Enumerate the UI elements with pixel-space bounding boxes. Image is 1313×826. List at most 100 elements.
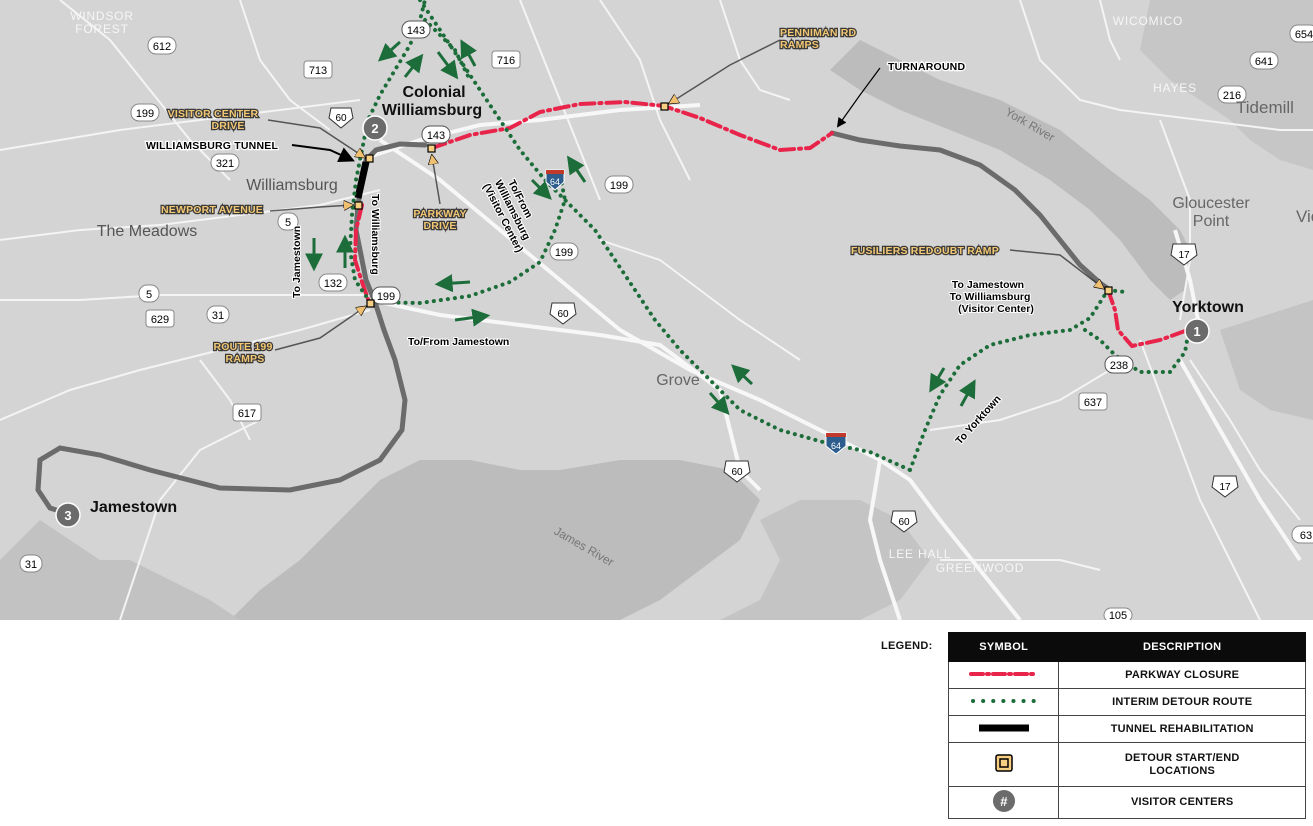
callout-arrows [267,39,1103,351]
place-hayes: HAYES [1153,81,1197,95]
place-greenwood: GREENWOOD [936,561,1025,575]
legend-symbol-header: SYMBOL [947,632,1060,662]
legend-row-interim-detour-route: INTERIM DETOUR ROUTE [947,688,1306,716]
black-thick-line-icon [978,724,1029,731]
parkway-closure [352,99,1187,349]
visitor-center-1-icon: 1 [1184,318,1210,344]
legend-symbol [947,715,1060,743]
legend-description: VISITOR CENTERS [1058,786,1306,819]
svg-text:2: 2 [371,121,378,136]
legend-description: INTERIM DETOUR ROUTE [1058,688,1306,716]
square-marker-icon [354,201,363,210]
route-shield-31: 31 [19,554,43,573]
legend-symbol [947,688,1060,716]
map: 612 713 143 716 60 199 321 143 199 199 5… [0,0,1313,620]
svg-text:31: 31 [25,559,37,571]
svg-text:60: 60 [335,113,347,124]
svg-text:64: 64 [831,441,841,451]
route-shield-60: 60 [723,460,751,483]
detour-direction-arrows [305,39,976,416]
route-shield-132: 132 [318,273,348,292]
svg-text:60: 60 [557,309,569,320]
svg-text:321: 321 [216,158,234,170]
svg-text:3: 3 [64,508,71,523]
svg-text:199: 199 [610,180,628,192]
legend-description: PARKWAY CLOSURE [1058,661,1306,689]
route-shield-143: 143 [401,20,431,39]
legend-row-visitor-centers: # VISITOR CENTERS [947,786,1306,819]
place-lee-hall: LEE HALL [889,547,951,561]
square-marker-icon [427,144,436,153]
svg-text:654: 654 [1295,29,1313,41]
legend-description-header: DESCRIPTION [1058,632,1306,662]
label-to-jamestown: To Jamestown [291,226,303,298]
place-yorktown: Yorktown [1172,299,1244,316]
route-shield-105: 105 [1103,607,1133,620]
square-marker-icon [365,154,374,163]
square-marker-icon [660,102,669,111]
route-shield-17: 17 [1170,243,1198,266]
route-shield-143: 143 [421,125,451,144]
red-dash-dot-line-icon [968,672,1039,676]
interstate-shield-64: 64 [825,432,847,455]
numbered-circle-icon: # [992,790,1015,812]
label-to-from-jamestown: To/From Jamestown [408,336,509,348]
svg-text:617: 617 [238,408,256,420]
svg-text:132: 132 [324,278,342,290]
svg-text:17: 17 [1178,250,1190,261]
svg-text:60: 60 [731,467,743,478]
green-dotted-line-icon [970,699,1039,703]
legend-symbol: # [947,786,1060,819]
route-shield-5: 5 [277,212,299,231]
legend-row-tunnel-rehabilitation: TUNNEL REHABILITATION [947,715,1306,743]
route-shield-31: 31 [206,305,230,324]
legend-symbol [947,661,1060,689]
svg-text:60: 60 [898,517,910,528]
route-shield-654: 654 [1289,24,1313,43]
interstate-shield-64: 64 [545,169,565,191]
svg-text:713: 713 [309,65,327,77]
route-shield-17: 17 [1211,475,1239,498]
place-tidemill: Tidemill [1236,98,1294,117]
svg-text:143: 143 [427,130,445,142]
svg-text:199: 199 [136,108,154,120]
callout-newport-avenue: NEWPORT AVENUE [161,204,263,216]
legend-description-line-2: LOCATIONS [1149,764,1216,777]
callout-williamsburg-tunnel: WILLIAMSBURG TUNNEL [146,140,279,152]
svg-text:1: 1 [1193,324,1200,339]
legend-row-parkway-closure: PARKWAY CLOSURE [947,661,1306,689]
svg-text:17: 17 [1219,482,1231,493]
svg-text:31: 31 [212,310,224,322]
route-shield-216: 216 [1217,85,1247,104]
route-shield-199: 199 [371,286,401,305]
legend-table: SYMBOL DESCRIPTION PARKWAY CLOSURE INTER… [947,632,1306,819]
place-grove: Grove [656,372,700,389]
place-jamestown: Jamestown [90,499,177,516]
water [0,0,1313,620]
detour-markers [354,102,1113,308]
svg-text:143: 143 [407,25,425,37]
svg-text:5: 5 [285,217,291,229]
route-shield-199: 199 [549,242,579,261]
visitor-center-2-icon: 2 [362,115,388,141]
route-shield-60: 60 [328,107,354,129]
tunnel-rehabilitation-segment [354,161,370,199]
interim-detour-route [347,0,1190,472]
square-marker-icon [1104,286,1113,295]
route-shield-5: 5 [138,284,160,303]
legend-description: TUNNEL REHABILITATION [1058,715,1306,743]
square-marker-icon [366,299,375,308]
route-shield-60: 60 [549,302,577,325]
svg-text:#: # [1000,794,1008,809]
svg-text:641: 641 [1255,56,1273,68]
svg-text:637: 637 [1084,397,1102,409]
